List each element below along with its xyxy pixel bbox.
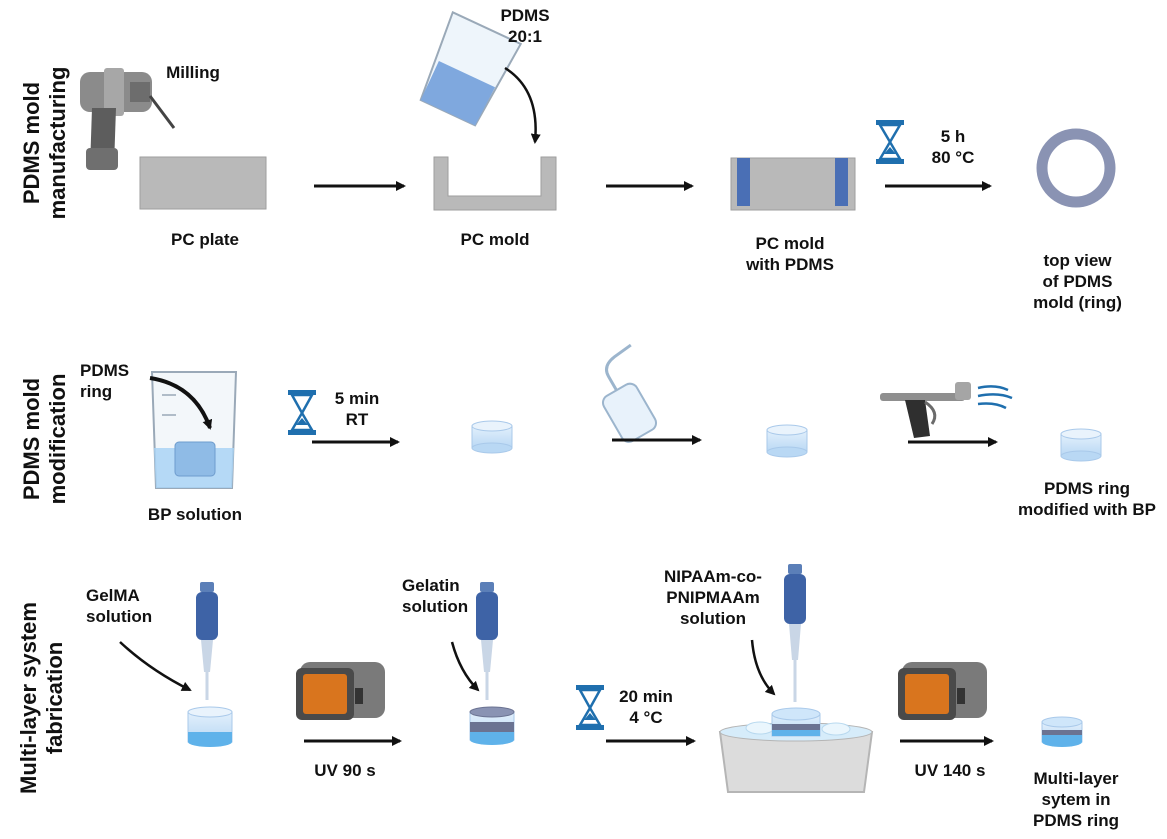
pour-arrow xyxy=(504,66,541,144)
cure-conditions-label: 5 h 80 °C xyxy=(918,126,988,168)
cool-temp: 4 °C xyxy=(629,708,663,727)
hourglass-icon xyxy=(288,390,316,435)
milling-label: Milling xyxy=(166,63,220,82)
bp-solution-label: BP solution xyxy=(147,505,243,524)
beaker-icon xyxy=(150,371,238,489)
beaker-pouring-icon xyxy=(419,10,523,127)
curved-arrow xyxy=(119,641,192,692)
gelatin-line2: solution xyxy=(402,597,469,616)
pdms-ratio-label: PDMS 20:1 xyxy=(485,5,565,47)
uv2-label: UV 140 s xyxy=(914,761,986,780)
curved-arrow xyxy=(149,376,213,430)
multi-layer-disk xyxy=(1041,716,1083,747)
pdms-ring-top-view xyxy=(1036,128,1116,208)
pipette-icon xyxy=(784,564,806,702)
pipette-icon xyxy=(476,582,498,700)
pc-mold-pdms-line1: PC mold xyxy=(755,234,825,253)
modified-ring-line2: modified with BP xyxy=(1018,500,1156,519)
cool-time: 20 min xyxy=(619,687,673,706)
gelatin-line1: Gelatin xyxy=(402,576,460,595)
cure-time: 5 h xyxy=(940,127,966,146)
gelma-disk xyxy=(187,706,233,747)
modification-conditions-label: 5 min RT xyxy=(322,388,392,430)
mod-temp: RT xyxy=(345,410,369,429)
curved-arrow xyxy=(450,641,480,692)
cure-temp: 80 °C xyxy=(931,148,975,167)
pdms-ring-modified xyxy=(1060,428,1102,462)
air-gun-icon xyxy=(880,382,1013,438)
nipaam-line1: NIPAAm-co- xyxy=(664,567,762,586)
drill-icon xyxy=(80,68,176,170)
pdms-ratio-line1: PDMS xyxy=(500,6,550,25)
pdms-ring-label: PDMS ring xyxy=(80,360,150,402)
gelma-line2: solution xyxy=(86,607,153,626)
pdms-ratio-line2: 20:1 xyxy=(507,27,543,46)
pc-mold-label: PC mold xyxy=(460,230,530,249)
gelma-line1: GelMA xyxy=(86,586,140,605)
gelma-label: GelMA solution xyxy=(86,585,166,627)
gelatin-disk xyxy=(469,706,515,745)
pc-mold-with-pdms xyxy=(730,157,856,211)
pc-mold xyxy=(433,156,557,211)
pdms-ring xyxy=(766,424,808,458)
top-view-line2: of PDMS xyxy=(1042,272,1113,291)
modified-ring-label: PDMS ring modified with BP xyxy=(1012,478,1162,520)
modified-ring-line1: PDMS ring xyxy=(1044,479,1130,498)
cooling-conditions-label: 20 min 4 °C xyxy=(606,686,686,728)
multi-layer-line3: PDMS ring xyxy=(1033,811,1119,830)
pc-plate xyxy=(139,156,267,210)
pc-mold-pdms-label: PC mold with PDMS xyxy=(735,233,845,275)
multi-layer-line1: Multi-layer xyxy=(1033,769,1119,788)
uv-lamp-icon xyxy=(296,662,385,720)
pdms-ring-line2: ring xyxy=(80,382,113,401)
gelatin-label: Gelatin solution xyxy=(402,575,482,617)
top-view-line3: mold (ring) xyxy=(1033,293,1122,312)
hourglass-icon xyxy=(876,120,904,164)
nipaam-line2: PNIPMAAm xyxy=(666,588,760,607)
pc-mold-pdms-line2: with PDMS xyxy=(746,255,834,274)
pdms-ring-line1: PDMS xyxy=(80,361,130,380)
ice-tray-icon xyxy=(718,707,874,793)
pipette-icon xyxy=(196,582,218,700)
nipaam-line3: solution xyxy=(679,609,747,628)
multi-layer-label: Multi-layer sytem in PDMS ring xyxy=(1016,768,1136,831)
nipaam-label: NIPAAm-co- PNIPMAAm solution xyxy=(648,566,778,629)
multi-layer-line2: sytem in xyxy=(1041,790,1111,809)
top-view-line1: top view xyxy=(1043,251,1112,270)
wash-bottle-icon xyxy=(601,343,658,443)
pdms-ring xyxy=(471,420,513,454)
uv-lamp-icon xyxy=(898,662,987,720)
hourglass-icon xyxy=(576,685,604,730)
top-view-label: top view of PDMS mold (ring) xyxy=(1020,250,1135,313)
pc-plate-label: PC plate xyxy=(170,230,240,249)
mod-time: 5 min xyxy=(334,389,380,408)
curved-arrow xyxy=(750,639,776,696)
uv1-label: UV 90 s xyxy=(314,761,376,780)
